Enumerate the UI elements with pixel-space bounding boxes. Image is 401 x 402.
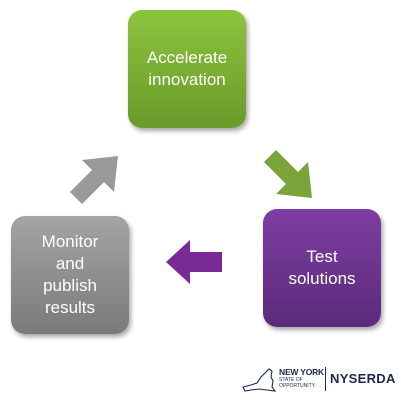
- step-test-solutions: Test solutions: [263, 209, 381, 327]
- step-line: Monitor: [41, 232, 99, 251]
- step-monitor-label: Monitor and publish results: [42, 231, 99, 319]
- arrow-to-accelerate: [68, 152, 124, 206]
- new-york-state-outline-icon: [242, 368, 277, 392]
- arrow-shape: [166, 240, 222, 284]
- arrow-shape: [70, 156, 118, 204]
- step-accelerate-label: Accelerate innovation: [147, 47, 227, 91]
- step-test-label: Test solutions: [288, 246, 355, 290]
- step-line: publish: [43, 276, 97, 295]
- logo-divider: [325, 367, 326, 391]
- arrow-shape: [264, 150, 312, 198]
- logo-org-name: NYSERDA: [330, 371, 396, 386]
- step-line: solutions: [288, 269, 356, 288]
- logo-state-tagline: STATE OF OPPORTUNITY.: [279, 377, 316, 389]
- step-line: results: [44, 298, 96, 317]
- step-monitor-publish-results: Monitor and publish results: [11, 216, 129, 334]
- step-line: innovation: [148, 70, 226, 89]
- logo-state-name: NEW YORK: [279, 367, 324, 377]
- step-line: and: [55, 254, 85, 273]
- arrow-to-test: [262, 148, 320, 202]
- step-line: Accelerate: [146, 48, 228, 67]
- arrow-to-monitor: [166, 238, 222, 286]
- step-accelerate-innovation: Accelerate innovation: [128, 10, 246, 128]
- step-line: Test: [306, 247, 338, 266]
- nyserda-logo: NEW YORK STATE OF OPPORTUNITY. NYSERDA: [237, 363, 399, 397]
